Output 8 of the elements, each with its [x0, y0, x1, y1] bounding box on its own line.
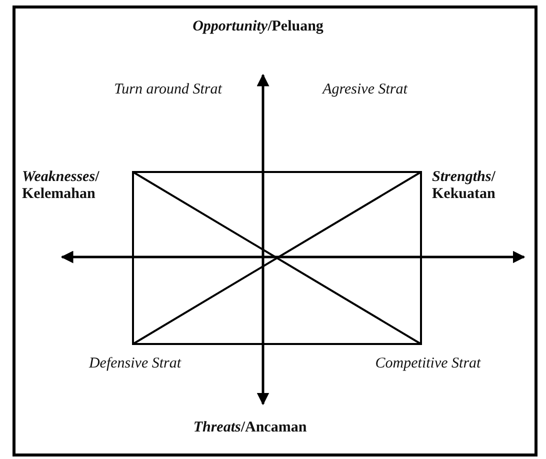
axis-label: Opportunity/Peluang	[192, 18, 324, 36]
quadrant-label: Agresive Strat	[322, 82, 408, 98]
quadrant-label: Turn around Strat	[114, 82, 222, 98]
quadrant-label: Defensive Strat	[88, 356, 182, 372]
quadrant-label: Competitive Strat	[375, 356, 481, 372]
axis-label: Weaknesses/ Kelemahan	[22, 169, 100, 203]
axis-label: Strengths/ Kekuatan	[432, 169, 496, 203]
axis-label: Threats/Ancaman	[193, 420, 307, 436]
